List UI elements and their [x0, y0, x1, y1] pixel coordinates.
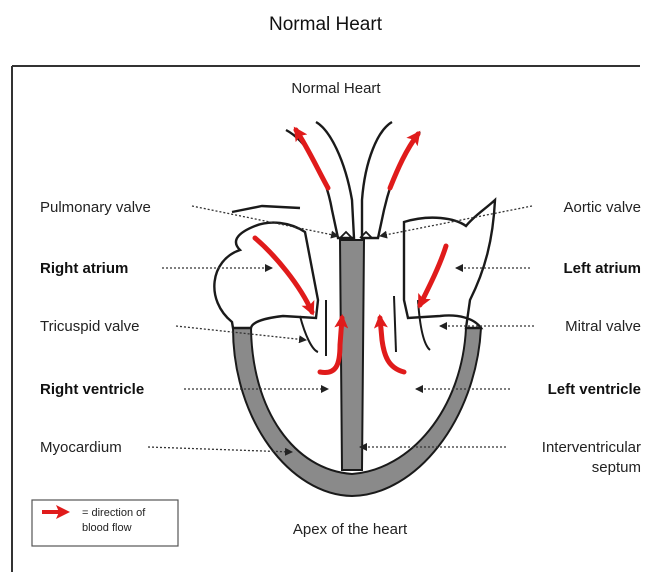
interventricular-septum — [340, 240, 364, 470]
pulmonary-artery — [286, 122, 354, 238]
label-apex: Apex of the heart — [293, 521, 408, 538]
label-interventricular: Interventricular — [542, 439, 641, 456]
legend-text-line1: = direction of — [82, 507, 146, 519]
label-left-ventricle: Left ventricle — [548, 381, 641, 398]
figure-heading: Normal Heart — [291, 80, 381, 97]
flow-arrow-right-ventricle — [320, 318, 342, 373]
legend: = direction of blood flow — [32, 500, 178, 546]
label-left-atrium: Left atrium — [563, 260, 641, 277]
flow-arrow-left-atrium — [420, 246, 446, 305]
right-atrium-wall — [214, 223, 318, 328]
label-myocardium: Myocardium — [40, 439, 122, 456]
label-septum: septum — [592, 459, 641, 476]
left-atrium-wall — [404, 200, 495, 328]
flow-arrow-aorta — [390, 134, 418, 188]
label-aortic-valve: Aortic valve — [563, 199, 641, 216]
label-tricuspid-valve: Tricuspid valve — [40, 318, 139, 335]
legend-text-line2: blood flow — [82, 522, 132, 534]
label-right-ventricle: Right ventricle — [40, 381, 144, 398]
flow-arrow-left-ventricle — [380, 318, 404, 372]
flow-arrow-pulmonary — [296, 130, 328, 188]
label-right-atrium: Right atrium — [40, 260, 128, 277]
heart-body — [214, 122, 495, 496]
label-pulmonary-valve: Pulmonary valve — [40, 199, 151, 216]
label-mitral-valve: Mitral valve — [565, 318, 641, 335]
flow-arrow-right-atrium — [255, 238, 312, 312]
